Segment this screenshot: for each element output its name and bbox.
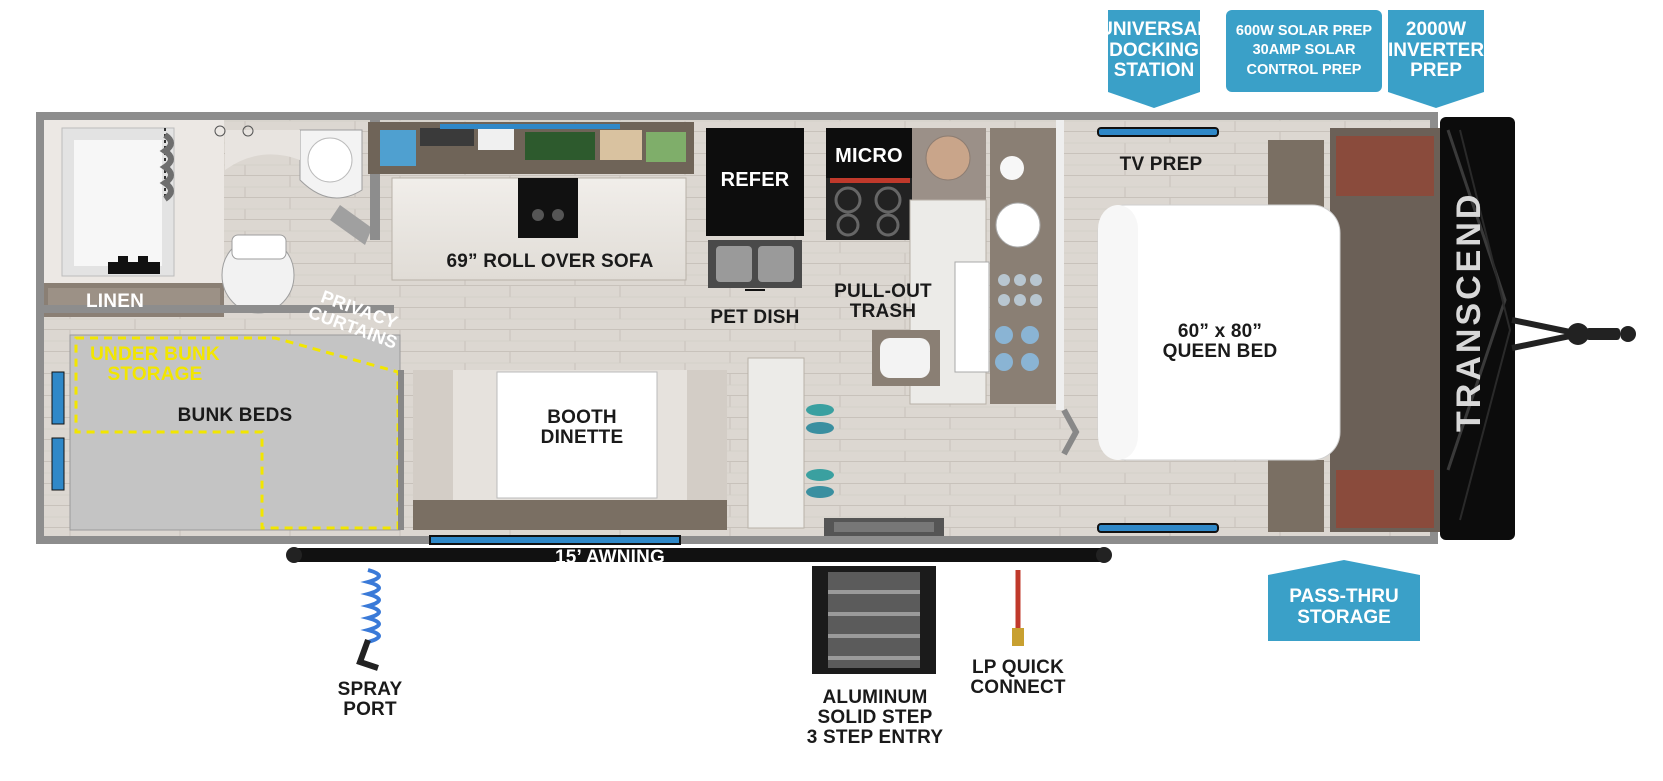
bunk-beds [69,334,401,531]
booth-dinette-label: BOOTH DINETTE [540,407,624,448]
linen-label: LINEN [86,291,144,312]
refrigerator [706,128,804,236]
dinette-window [429,535,681,545]
awning-label: 15’ AWNING [554,547,666,568]
universal-docking-badge: UNIVERSAL DOCKING STATION [1099,10,1209,92]
badge-line: DOCKING [1109,39,1199,61]
badge-line: UNIVERSAL [1099,19,1209,41]
entry-counter [747,357,805,529]
badge-line: PREP [1410,60,1462,82]
bedroom-window-top [1097,127,1219,137]
badge-line: CONTROL PREP [1246,61,1362,78]
inverter-badge-pointer [1388,92,1484,108]
microwave [826,128,912,178]
sofa-label: 69” ROLL OVER SOFA [446,251,654,272]
spray-port-label: SPRAY PORT [337,679,403,720]
badge-line: INVERTER [1387,39,1485,61]
badge-line: STATION [1113,60,1195,82]
queen-bed-label: 60” x 80” QUEEN BED [1162,321,1278,362]
badge-line: 2000W [1405,19,1467,41]
wardrobe-bottom [1268,460,1324,532]
solar-prep-badge: 600W SOLAR PREP 30AMP SOLAR CONTROL PREP [1226,10,1382,92]
lp-quick-connect-label: LP QUICK CONNECT [970,657,1066,698]
spray-port-hose [360,568,381,644]
micro-label: MICRO [835,145,903,167]
refer-label: REFER [720,169,790,191]
tv-prep-label: TV PREP [1119,154,1203,175]
under-bunk-storage-outline [74,336,400,530]
under-bunk-storage-label: UNDER BUNK STORAGE [90,344,220,385]
pass-thru-storage-badge: PASS-THRU STORAGE [1268,575,1420,641]
entry-steps [812,566,936,674]
badge-line: 600W SOLAR PREP [1235,22,1373,39]
galley-sink [954,261,990,373]
pet-dish-label: PET DISH [710,307,800,328]
badge-line: PASS-THRU [1289,586,1399,608]
inverter-prep-badge: 2000W INVERTER PREP [1388,10,1484,92]
docking-badge-pointer [1108,92,1200,108]
dinette-table [496,371,658,499]
bunk-beds-label: BUNK BEDS [177,405,293,426]
pull-out-trash-label: PULL-OUT TRASH [834,281,932,322]
brand-logo: TRANSCEND [1450,191,1488,432]
badge-line: 30AMP SOLAR [1252,42,1356,59]
badge-line: STORAGE [1297,607,1391,628]
shoes [806,404,834,498]
steps-label: ALUMINUM SOLID STEP 3 STEP ENTRY [806,687,944,748]
pass-thru-badge-pointer [1268,560,1420,575]
hitch [1511,317,1636,351]
bedroom-window-bottom [1097,523,1219,533]
awning-bar [288,548,1110,562]
